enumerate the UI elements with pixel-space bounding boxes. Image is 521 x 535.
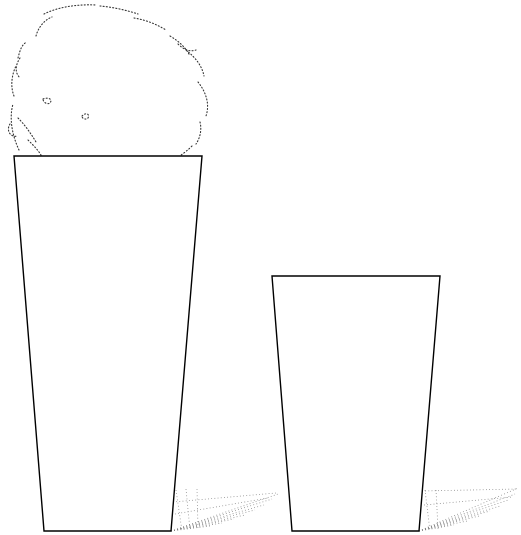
tall-cup-group bbox=[8, 5, 278, 531]
short-cup-shadow bbox=[419, 488, 518, 531]
tall-cup-outline bbox=[14, 156, 202, 531]
round-head-dotted bbox=[8, 5, 207, 155]
short-cup-outline bbox=[272, 276, 440, 531]
tall-cup-shadow bbox=[171, 489, 278, 531]
short-cup-group bbox=[272, 276, 518, 531]
